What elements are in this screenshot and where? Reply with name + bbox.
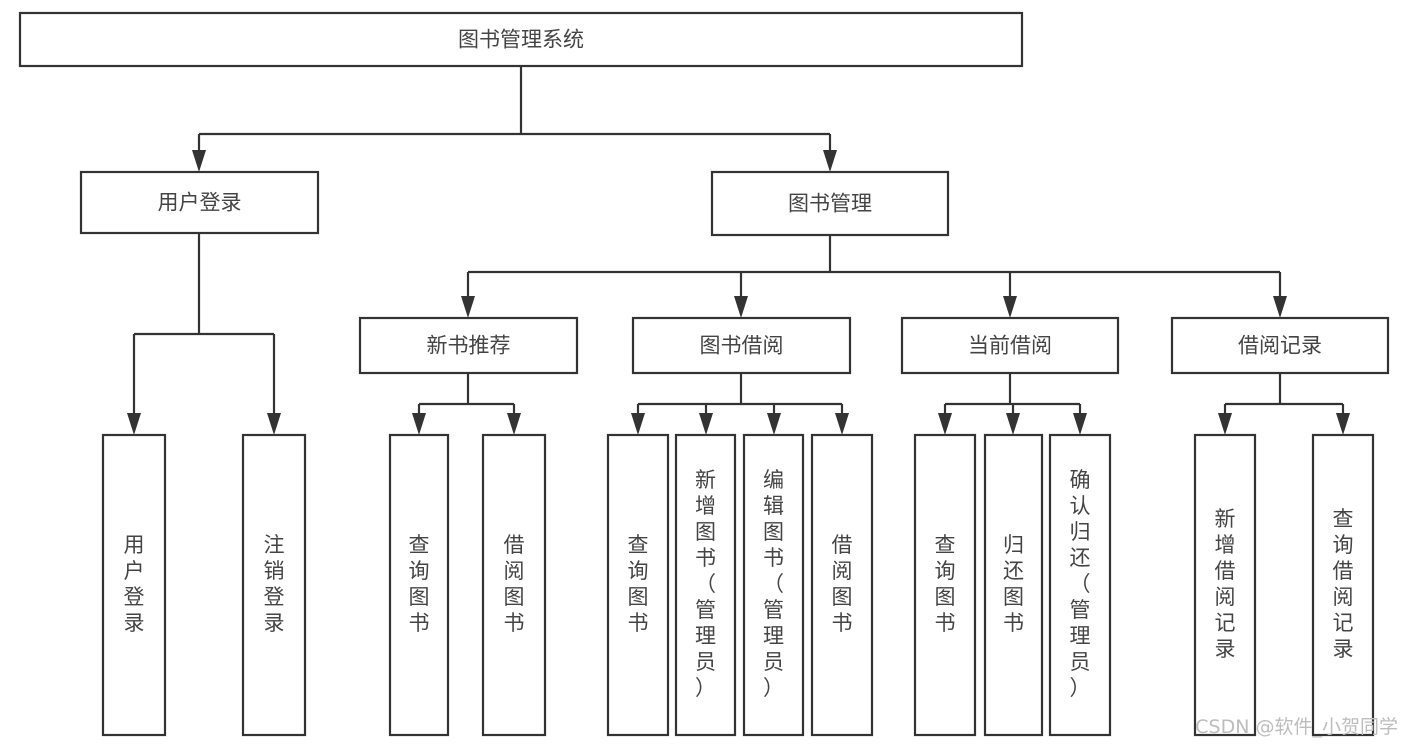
- arrow-head-leaf-return-book: [1006, 413, 1020, 435]
- node-leaf-query-book-rec[interactable]: 查询图书: [388, 433, 450, 737]
- arrow-head-borrow-record: [1273, 296, 1287, 318]
- node-label-leaf-query-book-borrow: 查询图书: [628, 533, 649, 635]
- node-box-book-borrow[interactable]: [631, 316, 852, 375]
- node-box-user-login[interactable]: [79, 170, 320, 235]
- node-leaf-add-record[interactable]: 新增借阅记录: [1193, 433, 1257, 737]
- node-leaf-query-book-cur[interactable]: 查询图书: [913, 433, 977, 737]
- arrow-head-leaf-confirm-return: [1073, 413, 1087, 435]
- connector-conn-user-login: [127, 233, 281, 435]
- node-label-leaf-query-book-cur: 查询图书: [935, 533, 956, 635]
- connector-conn-book-borrow: [631, 373, 849, 435]
- connector-conn-root: [192, 66, 837, 172]
- node-box-leaf-borrow-book-rec[interactable]: [481, 433, 547, 737]
- arrow-head-leaf-query-book-borrow: [631, 413, 645, 435]
- node-label-borrow-record: 借阅记录: [1238, 334, 1322, 358]
- arrow-head-leaf-user-login: [127, 413, 141, 435]
- node-box-leaf-add-record[interactable]: [1193, 433, 1257, 737]
- node-borrow-record[interactable]: 借阅记录: [1170, 316, 1390, 375]
- node-label-leaf-add-book: 新增图书（管理员）: [695, 468, 716, 700]
- arrow-head-new-book-recommend: [461, 296, 475, 318]
- connector-layer: [127, 66, 1350, 435]
- node-label-book-manage: 图书管理: [788, 192, 872, 216]
- node-box-book-manage[interactable]: [710, 170, 950, 237]
- node-new-book-recommend[interactable]: 新书推荐: [358, 316, 579, 375]
- node-box-leaf-edit-book[interactable]: [742, 433, 805, 737]
- node-label-leaf-logout: 注销登录: [264, 533, 285, 635]
- node-layer: 图书管理系统用户登录图书管理新书推荐图书借阅当前借阅借阅记录用户登录注销登录查询…: [18, 11, 1390, 737]
- node-leaf-query-book-borrow[interactable]: 查询图书: [606, 433, 670, 737]
- node-leaf-return-book[interactable]: 归还图书: [983, 433, 1044, 737]
- node-label-leaf-query-record: 查询借阅记录: [1333, 507, 1354, 661]
- node-book-borrow[interactable]: 图书借阅: [631, 316, 852, 375]
- arrow-head-leaf-borrow-book: [835, 413, 849, 435]
- watermark-layer: CSDN @软件_小贺同学: [1195, 716, 1398, 738]
- node-leaf-borrow-book-rec[interactable]: 借阅图书: [481, 433, 547, 737]
- node-box-leaf-add-book[interactable]: [674, 433, 737, 737]
- connector-conn-new-book: [412, 373, 521, 435]
- connector-conn-current-borrow: [938, 373, 1087, 435]
- node-box-leaf-query-book-borrow[interactable]: [606, 433, 670, 737]
- node-label-leaf-borrow-book-rec: 借阅图书: [504, 533, 525, 635]
- arrow-head-current-borrow: [1003, 296, 1017, 318]
- arrow-head-leaf-logout: [267, 413, 281, 435]
- connector-conn-borrow-record: [1218, 373, 1350, 435]
- node-label-leaf-confirm-return: 确认归还（管理员）: [1070, 468, 1091, 700]
- watermark-label: CSDN @软件_小贺同学: [1195, 716, 1398, 738]
- node-box-leaf-return-book[interactable]: [983, 433, 1044, 737]
- arrow-head-book-borrow: [734, 296, 748, 318]
- arrow-head-user-login: [192, 150, 206, 172]
- node-label-leaf-return-book: 归还图书: [1003, 533, 1024, 635]
- node-label-user-login: 用户登录: [158, 191, 242, 215]
- node-box-leaf-confirm-return[interactable]: [1048, 433, 1112, 737]
- node-label-leaf-borrow-book: 借阅图书: [832, 533, 853, 635]
- node-box-leaf-user-login[interactable]: [101, 433, 167, 737]
- node-user-login[interactable]: 用户登录: [79, 170, 320, 235]
- node-label-leaf-add-record: 新增借阅记录: [1215, 507, 1236, 661]
- node-box-leaf-query-record[interactable]: [1311, 433, 1375, 737]
- node-box-root[interactable]: [18, 11, 1024, 68]
- arrow-head-leaf-query-record: [1336, 413, 1350, 435]
- arrow-head-leaf-query-book-cur: [938, 413, 952, 435]
- node-leaf-add-book[interactable]: 新增图书（管理员）: [674, 433, 737, 737]
- node-root[interactable]: 图书管理系统: [18, 11, 1024, 68]
- node-box-new-book-recommend[interactable]: [358, 316, 579, 375]
- node-box-leaf-query-book-rec[interactable]: [388, 433, 450, 737]
- node-label-root: 图书管理系统: [458, 28, 584, 52]
- node-leaf-user-login[interactable]: 用户登录: [101, 433, 167, 737]
- connector-conn-book-manage: [461, 235, 1287, 318]
- arrow-head-leaf-borrow-book-rec: [507, 413, 521, 435]
- node-label-current-borrow: 当前借阅: [968, 334, 1052, 358]
- node-book-manage[interactable]: 图书管理: [710, 170, 950, 237]
- arrow-head-book-manage: [823, 150, 837, 172]
- node-label-leaf-edit-book: 编辑图书（管理员）: [763, 468, 784, 700]
- arrow-head-leaf-add-record: [1218, 413, 1232, 435]
- node-label-leaf-user-login: 用户登录: [124, 533, 145, 635]
- arrow-head-leaf-add-book: [699, 413, 713, 435]
- node-label-leaf-query-book-rec: 查询图书: [409, 533, 430, 635]
- node-box-leaf-logout[interactable]: [241, 433, 307, 737]
- node-leaf-edit-book[interactable]: 编辑图书（管理员）: [742, 433, 805, 737]
- arrow-head-leaf-query-book-rec: [412, 413, 426, 435]
- arrow-head-leaf-edit-book: [767, 413, 781, 435]
- node-label-new-book-recommend: 新书推荐: [427, 334, 511, 358]
- node-leaf-borrow-book[interactable]: 借阅图书: [810, 433, 874, 737]
- node-leaf-confirm-return[interactable]: 确认归还（管理员）: [1048, 433, 1112, 737]
- node-box-leaf-borrow-book[interactable]: [810, 433, 874, 737]
- node-leaf-logout[interactable]: 注销登录: [241, 433, 307, 737]
- node-box-current-borrow[interactable]: [900, 316, 1120, 375]
- node-box-leaf-query-book-cur[interactable]: [913, 433, 977, 737]
- node-box-borrow-record[interactable]: [1170, 316, 1390, 375]
- node-current-borrow[interactable]: 当前借阅: [900, 316, 1120, 375]
- node-label-book-borrow: 图书借阅: [700, 334, 784, 358]
- node-leaf-query-record[interactable]: 查询借阅记录: [1311, 433, 1375, 737]
